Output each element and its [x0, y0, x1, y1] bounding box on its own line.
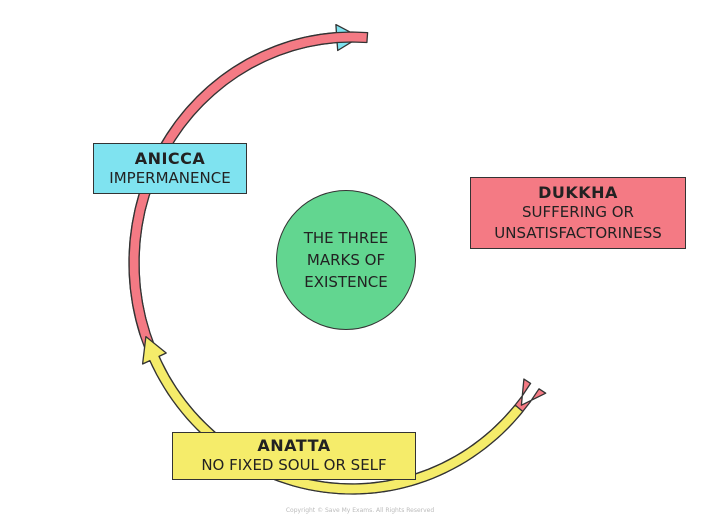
center-line-2: MARKS OF	[306, 251, 386, 269]
copyright-text: Copyright © Save My Exams. All Rights Re…	[285, 507, 435, 514]
anicca-box: ANICCA IMPERMANENCE	[93, 143, 247, 194]
anicca-title: ANICCA	[134, 148, 206, 168]
anatta-subtitle: NO FIXED SOUL OR SELF	[201, 456, 387, 474]
anicca-subtitle: IMPERMANENCE	[109, 168, 231, 187]
anatta-box: ANATTA NO FIXED SOUL OR SELF	[172, 432, 416, 480]
dukkha-subtitle-2: UNSATISFACTORINESS	[494, 223, 662, 242]
anatta-title: ANATTA	[257, 436, 331, 455]
dukkha-subtitle-1: SUFFERING OR	[522, 202, 634, 221]
center-line-3: EXISTENCE	[304, 273, 388, 291]
dukkha-box: DUKKHA SUFFERING OR UNSATISFACTORINESS	[470, 177, 686, 249]
center-line-1: THE THREE	[303, 229, 389, 247]
dukkha-title: DUKKHA	[538, 182, 618, 202]
center-circle: THE THREE MARKS OF EXISTENCE	[276, 190, 416, 330]
dukkha-arrow	[128, 31, 547, 495]
